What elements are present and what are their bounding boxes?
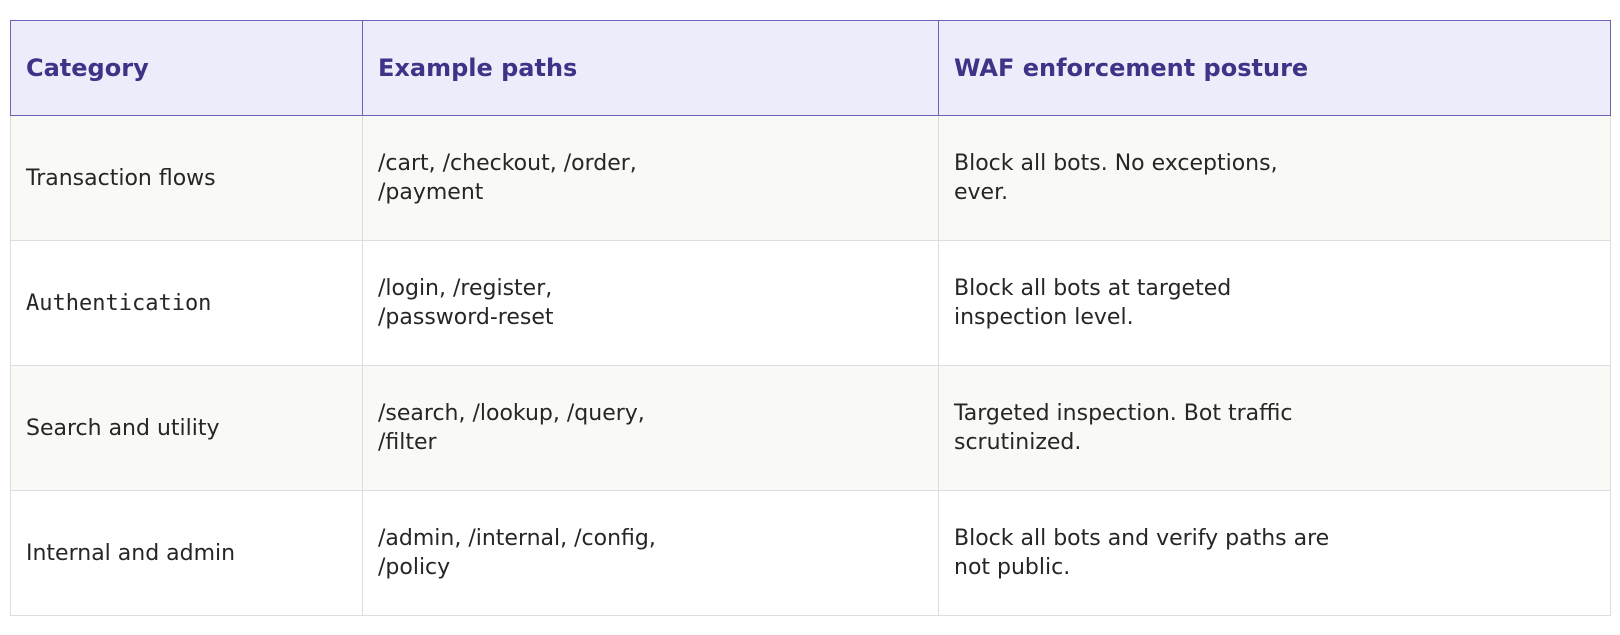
paths-cell: /login, /register, /password-reset — [362, 240, 939, 366]
header-waf-posture: WAF enforcement posture — [938, 20, 1611, 116]
category-cell: Authentication — [10, 240, 363, 366]
paths-cell: /admin, /internal, /config, /policy — [362, 490, 939, 616]
posture-text: Targeted inspection. Bot traffic scrutin… — [954, 401, 1293, 455]
category-text: Internal and admin — [26, 540, 236, 566]
table-row: Transaction flows /cart, /checkout, /ord… — [10, 115, 1611, 241]
posture-text: Block all bots at targeted inspection le… — [954, 276, 1232, 330]
header-category: Category — [10, 20, 363, 116]
category-text: Transaction flows — [26, 165, 216, 191]
table-header: Category Example paths WAF enforcement p… — [10, 20, 1611, 116]
table-row: Search and utility /search, /lookup, /qu… — [10, 365, 1611, 491]
category-cell: Transaction flows — [10, 115, 363, 241]
posture-cell: Block all bots at targeted inspection le… — [938, 240, 1611, 366]
posture-cell: Targeted inspection. Bot traffic scrutin… — [938, 365, 1611, 491]
posture-text: Block all bots. No exceptions, ever. — [954, 151, 1278, 205]
paths-text: /cart, /checkout, /order, /payment — [378, 151, 637, 205]
paths-text: /admin, /internal, /config, /policy — [378, 526, 656, 580]
paths-text: /login, /register, /password-reset — [378, 276, 554, 330]
table-row: Internal and admin /admin, /internal, /c… — [10, 490, 1611, 616]
category-text: Authentication — [26, 290, 212, 316]
table-body: Transaction flows /cart, /checkout, /ord… — [10, 115, 1611, 616]
category-text: Search and utility — [26, 415, 220, 441]
category-cell: Search and utility — [10, 365, 363, 491]
category-cell: Internal and admin — [10, 490, 363, 616]
posture-cell: Block all bots and verify paths are not … — [938, 490, 1611, 616]
waf-policy-table: Category Example paths WAF enforcement p… — [10, 20, 1611, 616]
posture-text: Block all bots and verify paths are not … — [954, 526, 1330, 580]
paths-text: /search, /lookup, /query, /filter — [378, 401, 645, 455]
header-example-paths: Example paths — [362, 20, 939, 116]
posture-cell: Block all bots. No exceptions, ever. — [938, 115, 1611, 241]
paths-cell: /cart, /checkout, /order, /payment — [362, 115, 939, 241]
header-row: Category Example paths WAF enforcement p… — [10, 20, 1611, 116]
paths-cell: /search, /lookup, /query, /filter — [362, 365, 939, 491]
table-row: Authentication /login, /register, /passw… — [10, 240, 1611, 366]
